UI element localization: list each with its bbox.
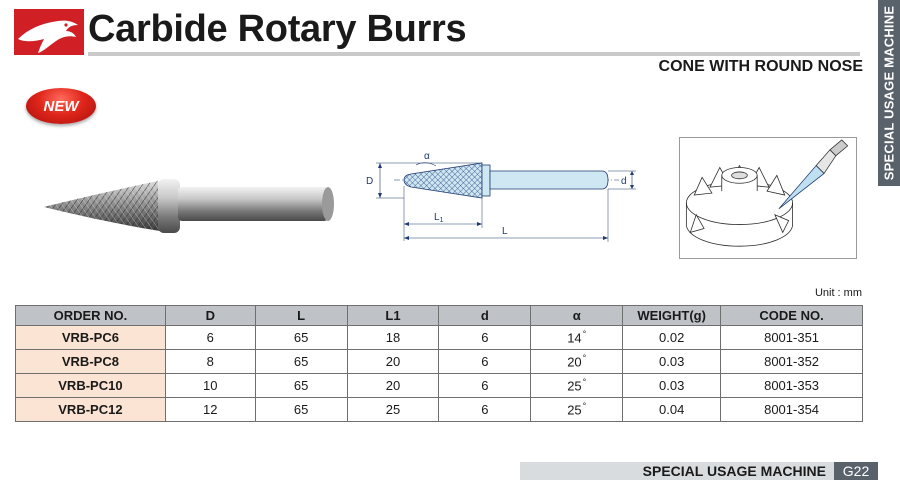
svg-text:L1: L1 — [434, 212, 444, 224]
weight-cell: 0.03 — [622, 349, 722, 374]
code-no-cell: 8001-352 — [720, 349, 863, 374]
burr-product-image — [44, 179, 334, 233]
dim-label-L: L — [502, 226, 508, 237]
degree-mark: ° — [582, 377, 587, 388]
new-badge-oval — [26, 88, 96, 124]
dim-label-D: D — [366, 176, 373, 187]
D-cell: 6 — [164, 325, 256, 350]
order-no-cell: VRB-PC10 — [15, 373, 166, 398]
degree-mark: ° — [582, 329, 587, 340]
column-header: L — [254, 305, 348, 326]
degree-mark: ° — [582, 401, 587, 412]
dim-label-alpha: α — [424, 151, 430, 162]
dim-label-d: d — [621, 176, 627, 187]
footer-section-label: SPECIAL USAGE MACHINE — [642, 463, 826, 479]
page-title: Carbide Rotary Burrs — [88, 8, 467, 50]
new-badge-label: NEW — [43, 97, 79, 115]
D-cell: 10 — [164, 373, 256, 398]
L1-cell: 18 — [346, 325, 440, 350]
footer-bar — [520, 462, 878, 480]
unit-note: Unit : mm — [814, 287, 862, 299]
column-header: L1 — [346, 305, 440, 326]
alpha-cell: 14° — [530, 325, 624, 350]
alpha-value: 25 — [567, 402, 582, 418]
L-cell: 65 — [254, 325, 348, 350]
table-row: VRB-PC6 6 65 18 6 14° 0.02 8001-351 — [15, 325, 863, 350]
table-header-row: ORDER NO. D L L1 d α WEIGHT(g) CODE NO. — [15, 305, 863, 326]
table-row: VRB-PC8 8 65 20 6 20° 0.03 8001-352 — [15, 349, 863, 374]
alpha-value: 20 — [567, 354, 582, 370]
alpha-cell: 20° — [530, 349, 624, 374]
column-header: CODE NO. — [720, 305, 863, 326]
degree-mark: ° — [582, 353, 587, 364]
new-badge: NEW — [26, 88, 96, 124]
application-illustration — [679, 137, 857, 259]
D-cell: 12 — [164, 397, 256, 422]
d-cell: 6 — [438, 349, 532, 374]
product-subtitle: CONE WITH ROUND NOSE — [658, 58, 863, 75]
L1-cell: 20 — [346, 349, 440, 374]
order-no-cell: VRB-PC8 — [15, 349, 166, 374]
column-header: ORDER NO. — [15, 305, 166, 326]
alpha-value: 14 — [567, 330, 582, 346]
L-cell: 65 — [254, 397, 348, 422]
code-no-cell: 8001-354 — [720, 397, 863, 422]
d-cell: 6 — [438, 373, 532, 398]
code-no-cell: 8001-353 — [720, 373, 863, 398]
weight-cell: 0.02 — [622, 325, 722, 350]
L1-cell: 20 — [346, 373, 440, 398]
order-no-cell: VRB-PC12 — [15, 397, 166, 422]
side-section-tab: SPECIAL USAGE MACHINE — [878, 0, 900, 186]
alpha-cell: 25° — [530, 397, 624, 422]
code-no-cell: 8001-351 — [720, 325, 863, 350]
d-cell: 6 — [438, 325, 532, 350]
column-header: WEIGHT(g) — [622, 305, 722, 326]
table-row: VRB-PC10 10 65 20 6 25° 0.03 8001-353 — [15, 373, 863, 398]
table-row: VRB-PC12 12 65 25 6 25° 0.04 8001-354 — [15, 397, 863, 422]
dim-label-L1-sub: 1 — [440, 217, 444, 224]
L1-cell: 25 — [346, 397, 440, 422]
order-no-cell: VRB-PC6 — [15, 325, 166, 350]
column-header: α — [530, 305, 624, 326]
side-tab-label: SPECIAL USAGE MACHINE — [881, 5, 897, 181]
dim-label-L1: L — [434, 212, 440, 223]
alpha-cell: 25° — [530, 373, 624, 398]
alpha-value: 25 — [567, 378, 582, 394]
eagle-logo-icon — [14, 9, 84, 55]
L-cell: 65 — [254, 373, 348, 398]
title-divider — [88, 52, 860, 56]
page-number: G22 — [834, 462, 878, 480]
D-cell: 8 — [164, 349, 256, 374]
weight-cell: 0.03 — [622, 373, 722, 398]
weight-cell: 0.04 — [622, 397, 722, 422]
L-cell: 65 — [254, 349, 348, 374]
column-header: D — [164, 305, 256, 326]
column-header: d — [438, 305, 532, 326]
specification-table: ORDER NO. D L L1 d α WEIGHT(g) CODE NO. … — [15, 305, 863, 422]
d-cell: 6 — [438, 397, 532, 422]
dimension-diagram: D α d L1 L — [366, 151, 636, 242]
